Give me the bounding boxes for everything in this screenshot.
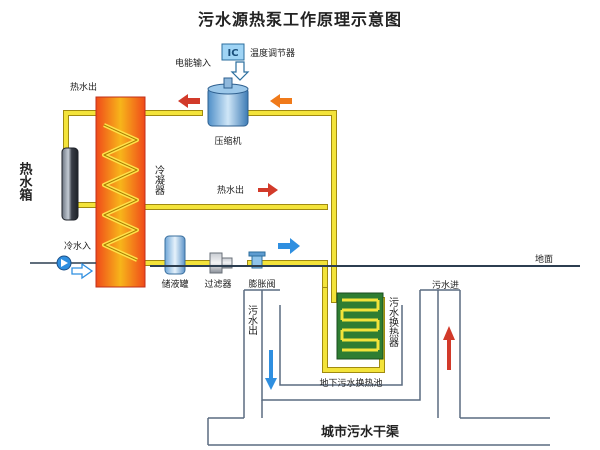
condenser-label: 冷凝器 bbox=[153, 164, 165, 196]
arrow-hot-left-icon bbox=[178, 94, 200, 108]
evaporator-label: 污水换热器 bbox=[387, 297, 399, 348]
power-arrow-icon bbox=[230, 61, 250, 81]
filter-label: 过滤器 bbox=[204, 278, 231, 290]
diagram-title: 污水源热泵工作原理示意图 bbox=[198, 10, 402, 29]
condenser bbox=[95, 96, 146, 288]
arrow-cold-in-icon bbox=[71, 262, 94, 280]
power-input-label: 电能输入 bbox=[175, 57, 211, 69]
pump-icon bbox=[56, 255, 72, 271]
receiver-label: 储液罐 bbox=[161, 278, 188, 290]
trunk-channel-label: 城市污水干渠 bbox=[321, 424, 400, 440]
hot-water-out-top-label: 热水出 bbox=[70, 81, 97, 93]
hot-water-out-mid-label: 热水出 bbox=[217, 184, 244, 196]
temp-controller: IC bbox=[221, 43, 245, 61]
receiver-tank bbox=[164, 235, 186, 275]
evaporator bbox=[336, 292, 384, 360]
compressor bbox=[207, 77, 249, 127]
arrow-flow-right-icon bbox=[278, 238, 300, 254]
expansion-valve bbox=[248, 251, 266, 269]
sewage-channel-walls bbox=[207, 289, 550, 446]
temp-regulator-label: 温度调节器 bbox=[250, 47, 295, 59]
ic-text: IC bbox=[227, 48, 238, 59]
arrow-orange-left-icon bbox=[270, 94, 292, 108]
arrow-sewage-down-icon bbox=[265, 350, 277, 390]
hot-water-tank bbox=[61, 147, 79, 221]
pool-label: 地下污水换热池 bbox=[319, 377, 382, 389]
arrow-hot-right-icon bbox=[258, 183, 278, 197]
compressor-label: 压缩机 bbox=[214, 135, 241, 147]
arrow-sewage-up-icon bbox=[443, 326, 455, 370]
ground-label: 地面 bbox=[535, 253, 553, 265]
hot-water-tank-label: 热水箱 bbox=[17, 161, 33, 202]
sewage-in-label: 污水进 bbox=[432, 279, 459, 291]
expansion-valve-label: 膨胀阀 bbox=[248, 278, 275, 290]
condenser-label-text: 冷凝器 bbox=[153, 164, 165, 196]
filter bbox=[209, 252, 233, 274]
sewage-out-label: 污水出 bbox=[246, 305, 258, 335]
cold-water-in-label: 冷水入 bbox=[64, 240, 91, 252]
